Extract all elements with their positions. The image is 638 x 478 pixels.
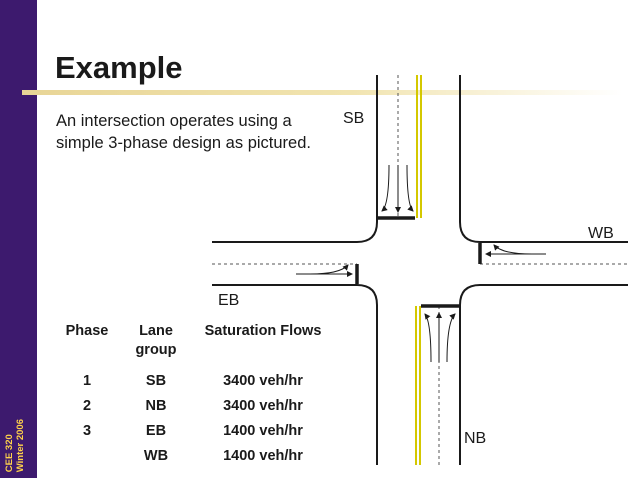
nb-arrows [424, 312, 456, 363]
cell-saturation-flow: 3400 veh/hr [223, 373, 303, 389]
table-row: 1 SB 3400 veh/hr [56, 372, 332, 397]
curb-sw [212, 284, 378, 465]
curb-se [459, 284, 628, 465]
intro-text: An intersection operates using a simple … [56, 112, 311, 152]
cell-saturation-flow: 1400 veh/hr [223, 448, 303, 464]
sb-right-arrow [406, 164, 414, 212]
cell-phase: 1 [82, 373, 92, 389]
label-eb: EB [218, 292, 240, 309]
label-nb: NB [464, 430, 487, 447]
center-lines [415, 75, 422, 465]
label-sb: SB [343, 110, 365, 127]
header-phase: Phase [65, 323, 109, 339]
cell-phase: 2 [82, 398, 92, 414]
saturation-flow-table: Phase Lane group Saturation Flows 1 SB 3… [56, 322, 332, 472]
cell-phase: 3 [82, 423, 92, 439]
wb-arrows [485, 244, 546, 257]
cell-saturation-flow: 3400 veh/hr [223, 398, 303, 414]
wb-left-arrow [493, 244, 533, 255]
header-lane-group: Lane group [135, 323, 177, 358]
table-header-row: Phase Lane group Saturation Flows [56, 322, 332, 372]
cell-phase [56, 447, 118, 472]
curb-ne [459, 75, 628, 243]
eb-arrows [296, 264, 353, 277]
sidebar: CEE 320 Winter 2006 [0, 0, 37, 478]
table-row: 3 EB 1400 veh/hr [56, 422, 332, 447]
cell-saturation-flow: 1400 veh/hr [223, 423, 303, 439]
sb-left-arrow [381, 164, 390, 212]
cell-lane-group: WB [143, 448, 169, 464]
curbs [212, 75, 628, 465]
stop-bars [355, 216, 482, 308]
cell-lane-group: NB [145, 398, 167, 414]
table-row: 2 NB 3400 veh/hr [56, 397, 332, 422]
table-row: WB 1400 veh/hr [56, 447, 332, 472]
nb-right-arrow [446, 313, 456, 363]
sb-arrows [381, 164, 414, 213]
slide-title: Example [55, 50, 183, 85]
cell-lane-group: SB [145, 373, 167, 389]
title-underline [22, 90, 622, 95]
curb-nw [212, 75, 378, 243]
label-wb: WB [588, 225, 614, 242]
eb-left-arrow [309, 264, 349, 275]
cell-lane-group: EB [145, 423, 167, 439]
nb-left-arrow [424, 313, 432, 363]
header-saturation-flows: Saturation Flows [204, 323, 322, 339]
